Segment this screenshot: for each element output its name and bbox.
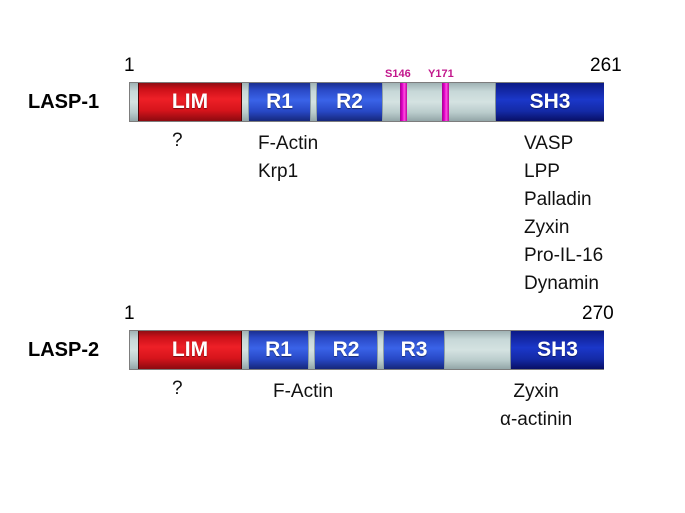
domain-r1-lasp2: R1 [248, 331, 309, 369]
domain-lim-lasp2: LIM [138, 331, 242, 369]
partner-item: Zyxin [524, 217, 570, 238]
residue-start-lasp2: 1 [124, 303, 135, 324]
partner-item: Palladin [524, 189, 592, 210]
binding-partner-lim-lasp1: ? [172, 130, 183, 151]
domain-sh3-lasp2: SH3 [510, 331, 604, 369]
domain-lim-lasp1: LIM [138, 83, 242, 121]
partner-item: F-Actin [273, 381, 334, 402]
binding-partners-sh3-lasp2: Zyxin α-actinin [500, 378, 572, 434]
residue-end-lasp1: 261 [590, 55, 622, 76]
partner-item: VASP [524, 133, 574, 154]
partner-item: Pro-IL-16 [524, 245, 604, 266]
domain-r2-lasp1: R2 [316, 83, 383, 121]
phospho-marker-s146 [400, 83, 407, 121]
partner-item: α-actinin [500, 409, 573, 430]
protein-label-lasp2: LASP-2 [28, 339, 100, 361]
partner-item: Dynamin [524, 273, 599, 294]
domain-r2-lasp2: R2 [314, 331, 378, 369]
protein-label-lasp1: LASP-1 [28, 91, 100, 113]
domain-r3-lasp2: R3 [383, 331, 445, 369]
phospho-marker-y171 [442, 83, 449, 121]
binding-partner-lim-lasp2: ? [172, 378, 183, 399]
partner-item: F-Actin [258, 133, 319, 154]
binding-partners-repeats-lasp1: F-Actin Krp1 [258, 130, 318, 186]
binding-partners-sh3-lasp1: VASP LPP Palladin Zyxin Pro-IL-16 Dynami… [524, 130, 603, 298]
partner-item: Zyxin [513, 381, 559, 402]
binding-partners-repeats-lasp2: F-Actin [273, 378, 333, 406]
domain-r1-lasp1: R1 [248, 83, 311, 121]
residue-start-lasp1: 1 [124, 55, 135, 76]
protein-bar-lasp1: LIM R1 R2 SH3 [129, 82, 604, 122]
phospho-label-s146: S146 [385, 68, 411, 80]
partner-item: Krp1 [258, 161, 299, 182]
domain-sh3-lasp1: SH3 [495, 83, 604, 121]
phospho-label-y171: Y171 [428, 68, 454, 80]
partner-item: LPP [524, 161, 560, 182]
protein-bar-lasp2: LIM R1 R2 R3 SH3 [129, 330, 604, 370]
residue-end-lasp2: 270 [582, 303, 614, 324]
